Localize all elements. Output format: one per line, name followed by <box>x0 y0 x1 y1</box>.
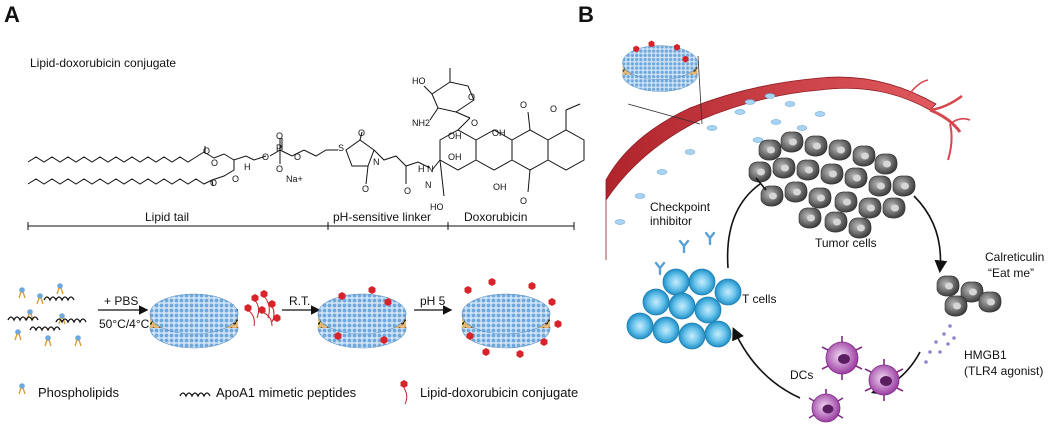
atom-o-ester2: O <box>210 178 218 188</box>
free-components <box>7 282 87 347</box>
antibody-icon <box>704 231 716 246</box>
legend-peptides: ApoA1 mimetic peptides <box>216 385 357 400</box>
atom-o-amide: O <box>404 186 412 196</box>
eat-me-label: “Eat me” <box>988 266 1035 280</box>
hmgb1-label: HMGB1 <box>964 348 1007 362</box>
step2-label: R.T. <box>289 294 311 308</box>
legend-conjugate: Lipid-doxorubicin conjugate <box>420 385 579 400</box>
region-linker: pH-sensitive linker <box>333 210 432 224</box>
blood-vessel <box>605 76 971 260</box>
checkpoint-inhibitor-label: Checkpoint inhibitor <box>650 200 711 228</box>
step1-bottom-label: 50°C/4°C <box>99 317 150 331</box>
t-cell-cluster <box>626 268 742 350</box>
tumor-cell-cluster <box>748 131 916 239</box>
lipid-structure <box>27 68 585 197</box>
inset-nanodisc <box>622 40 698 92</box>
region-doxorubicin: Doxorubicin <box>464 210 528 224</box>
atom-o-glyc: O <box>471 118 479 128</box>
atom-oh-ring1: OH <box>448 131 462 141</box>
atom-h: H <box>244 162 251 172</box>
atom-o-ester1b: O <box>211 158 219 168</box>
t-cells-label: T cells <box>742 292 777 306</box>
atom-o-p3: O <box>294 152 302 162</box>
atom-s: S <box>338 143 345 153</box>
atom-nh2: NH2 <box>412 118 431 128</box>
atom-o-ester1: O <box>203 146 211 156</box>
atom-oh-ring2: OH <box>448 152 462 162</box>
atom-o-p1: O <box>262 152 270 162</box>
dendritic-cells <box>808 336 904 423</box>
dcs-label: DCs <box>790 368 814 382</box>
calreticulin-label: Calreticulin <box>985 250 1045 264</box>
conjugate-title: Lipid-doxorubicin conjugate <box>30 56 177 70</box>
atom-ho-sugar: HO <box>412 76 426 86</box>
tumor-cells-label: Tumor cells <box>815 236 877 250</box>
atom-ho-tail: HO <box>430 202 444 212</box>
antibody-icon <box>654 261 666 276</box>
nanodisc-loaded <box>317 293 407 349</box>
legend-phospholipid-icon <box>18 382 26 395</box>
atom-o-quinone2: O <box>520 196 528 206</box>
atom-p: P <box>276 143 283 153</box>
circulating-nanodiscs <box>614 93 826 225</box>
atom-o-p2: O <box>276 131 284 141</box>
region-lipid-tail: Lipid tail <box>145 210 190 224</box>
panel-b-label: B <box>578 2 594 27</box>
atom-hn: H N <box>418 164 434 174</box>
nanodisc-empty <box>149 293 239 349</box>
dying-tumor-cells <box>936 275 1002 317</box>
atom-na: Na+ <box>286 174 303 184</box>
atom-o-ester2b: O <box>232 174 240 184</box>
atom-oh-ring4: OH <box>493 182 507 192</box>
atom-n-imide: N <box>373 157 380 167</box>
atom-o-methoxy: O <box>550 104 558 114</box>
atom-n-hydrazone: N <box>425 180 432 190</box>
region-bracket <box>27 222 575 230</box>
hmgb1-particles <box>924 324 956 364</box>
panel-a-label: A <box>4 2 20 27</box>
legend-phospholipids: Phospholipids <box>38 385 119 400</box>
tlr4-label: (TLR4 agonist) <box>964 364 1044 378</box>
antibody-icon <box>678 239 690 254</box>
atom-o-sugar: O <box>468 92 476 102</box>
atom-o-imide2: O <box>362 184 370 194</box>
atom-o-quinone1: O <box>520 100 528 110</box>
atom-o-p4: O <box>276 164 284 174</box>
nanodisc-release <box>461 293 551 349</box>
legend-conjugate-icon <box>400 380 408 405</box>
step1-top-label: + PBS <box>104 294 139 308</box>
step3-label: pH 5 <box>420 294 446 308</box>
legend-peptide-icon <box>179 392 211 397</box>
